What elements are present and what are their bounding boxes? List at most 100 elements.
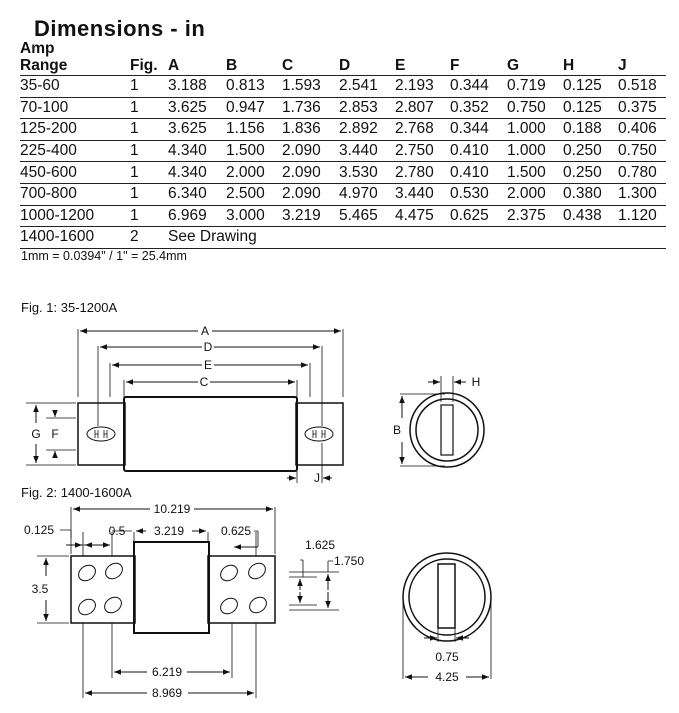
table-cell: 3.188 — [168, 75, 226, 98]
column-header-d: D — [339, 57, 351, 74]
fig2-labels: 10.219 0.125 0.5 3.219 0.625 3.5 1.625 1… — [24, 502, 459, 700]
table-cell: 1 — [130, 182, 168, 206]
dim-label-05: 0.5 — [109, 524, 126, 538]
fig1-labels: A D E C G F J B H — [31, 324, 480, 485]
fig2-bolt-slots — [78, 562, 267, 616]
table-cell: 3.530 — [339, 161, 395, 184]
table-cell: 0.530 — [450, 182, 507, 206]
column-header-g: G — [507, 57, 520, 74]
table-cell: 1 — [130, 204, 168, 227]
table-cell: 1.300 — [618, 182, 666, 206]
table-cell: 6.340 — [168, 182, 226, 206]
dim-label-height: 3.5 — [32, 582, 49, 596]
table-cell: 2.090 — [282, 161, 339, 184]
fig1-caption: Fig. 1: 35-1200A — [21, 300, 118, 315]
table-cell: 1.120 — [618, 204, 666, 227]
fig2-caption: Fig. 2: 1400-1600A — [21, 485, 132, 500]
dim-label-dia: 4.25 — [435, 670, 459, 684]
table-cell: 1000-1200 — [20, 204, 130, 227]
dim-label-slot: 0.75 — [435, 650, 459, 664]
table-cell: 2.750 — [395, 139, 450, 162]
table-cell: 0.750 — [618, 139, 666, 162]
dim-label-1750: 1.750 — [334, 554, 364, 568]
dim-label-e: E — [204, 358, 212, 372]
table-cell: 3.000 — [226, 204, 282, 227]
table-cell: 3.219 — [282, 204, 339, 227]
table-cell: 0.125 — [563, 75, 618, 98]
table-cell: 0.719 — [507, 75, 563, 98]
mounting-slot-right — [304, 426, 334, 442]
table-cell-fig: 2 — [130, 226, 168, 249]
table-cell: 3.440 — [395, 182, 450, 206]
table-cell: 6.969 — [168, 204, 226, 227]
dim-label-h: H — [472, 375, 481, 389]
dim-label-0125: 0.125 — [24, 523, 54, 537]
dim-label-span: 8.969 — [152, 686, 182, 700]
table-cell: 1.593 — [282, 75, 339, 98]
table-cell: 450-600 — [20, 161, 130, 184]
table-cell: 0.380 — [563, 182, 618, 206]
table-cell: 0.750 — [507, 96, 563, 119]
fig2-side-view — [37, 506, 339, 698]
column-header-j: J — [618, 57, 627, 74]
table-cell: 2.090 — [282, 139, 339, 162]
table-cell: 0.625 — [450, 204, 507, 227]
column-header-b: B — [226, 57, 238, 74]
table-cell: 1 — [130, 75, 168, 98]
table-cell: 0.780 — [618, 161, 666, 184]
table-cell: 0.250 — [563, 139, 618, 162]
table-cell: 0.125 — [563, 96, 618, 119]
table-cell: 0.410 — [450, 161, 507, 184]
dim-label-d: D — [204, 340, 213, 354]
table-cell: 0.344 — [450, 75, 507, 98]
fig1-side-view — [26, 328, 344, 483]
table-cell: 2.000 — [507, 182, 563, 206]
table-cell: 2.892 — [339, 118, 395, 141]
table-cell: 1 — [130, 118, 168, 141]
table-cell: 1 — [130, 139, 168, 162]
table-cell: 1.000 — [507, 118, 563, 141]
table-cell: 0.518 — [618, 75, 666, 98]
table-cell: 2.193 — [395, 75, 450, 98]
table-cell: 1.500 — [226, 139, 282, 162]
column-header-c: C — [282, 57, 294, 74]
dim-label-g: G — [31, 427, 40, 441]
table-cell: 2.090 — [282, 182, 339, 206]
header-amp: Amp — [20, 40, 55, 57]
column-header-fig: Fig. — [130, 57, 158, 74]
table-cell: 0.410 — [450, 139, 507, 162]
dim-label-inner: 6.219 — [152, 665, 182, 679]
table-cell: 2.500 — [226, 182, 282, 206]
dim-label-a: A — [201, 324, 209, 338]
dim-label-1625: 1.625 — [305, 538, 335, 552]
column-header-h: H — [563, 57, 575, 74]
dim-label-b: B — [393, 423, 401, 437]
table-cell: 1 — [130, 96, 168, 119]
column-header-range: Range — [20, 57, 68, 74]
table-cell: 1.156 — [226, 118, 282, 141]
fig2-end-view — [402, 552, 492, 680]
mounting-slot-left — [86, 426, 116, 442]
table-cell: 0.406 — [618, 118, 666, 141]
table-cell: 2.780 — [395, 161, 450, 184]
table-cell: 0.188 — [563, 118, 618, 141]
table-cell: 2.768 — [395, 118, 450, 141]
table-cell: 0.813 — [226, 75, 282, 98]
column-header-f: F — [450, 57, 460, 74]
dim-label-c: C — [200, 375, 209, 389]
table-cell: 70-100 — [20, 96, 130, 119]
table-cell: 3.625 — [168, 118, 226, 141]
table-cell: 4.970 — [339, 182, 395, 206]
table-cell: 3.440 — [339, 139, 395, 162]
column-header-a: A — [168, 57, 180, 74]
table-cell: 0.438 — [563, 204, 618, 227]
table-cell: 5.465 — [339, 204, 395, 227]
table-cell: 2.853 — [339, 96, 395, 119]
